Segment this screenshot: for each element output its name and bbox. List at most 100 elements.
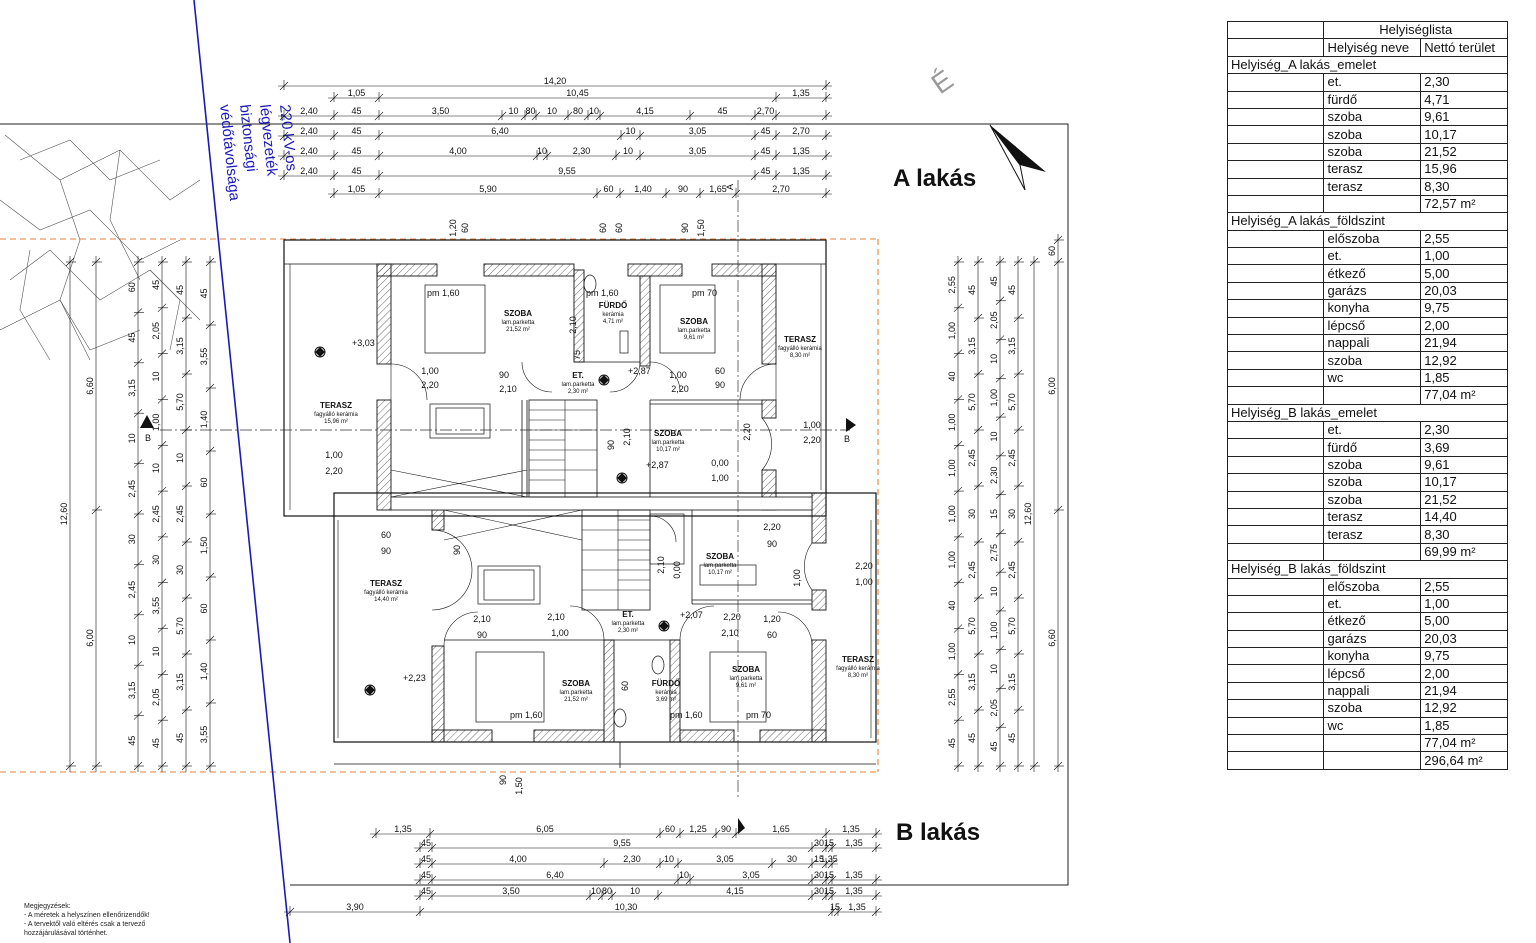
- legend-cell: 2,30: [1420, 73, 1508, 92]
- legend-cell: Nettó terület: [1420, 38, 1508, 57]
- dim-left: 30: [127, 534, 137, 544]
- legend-cell: [1226, 438, 1325, 457]
- dim-interior: 2,20: [723, 612, 741, 622]
- legend-group-row: Helyiség_A lakás_földszint: [1227, 212, 1508, 231]
- dim-interior: 90: [477, 630, 487, 640]
- legend-cell: et.: [1323, 594, 1422, 614]
- section-a-top: A: [725, 184, 735, 190]
- dim-left: 3,15: [175, 337, 185, 355]
- dim-top: 1,35: [792, 88, 810, 98]
- legend-cell: terasz: [1323, 525, 1422, 544]
- legend-cell: [1226, 316, 1325, 336]
- legend-cell: [1226, 594, 1325, 614]
- legend-total-row: 72,57 m²: [1226, 194, 1508, 214]
- dim-top: 2,40: [300, 126, 318, 136]
- legend-cell: [1226, 647, 1325, 666]
- setback-line: [0, 238, 879, 773]
- dim-interior: 1,20: [448, 219, 458, 237]
- legend-cell: [1323, 751, 1422, 770]
- dim-right: 2,45: [967, 449, 977, 467]
- dim-bottom: 6,40: [546, 870, 564, 880]
- dim-interior: 75: [572, 350, 582, 360]
- notes-title: Megjegyzések:: [24, 903, 71, 910]
- dim-top: 45: [351, 146, 361, 156]
- legend-cell: 1,00: [1420, 247, 1508, 266]
- notes: Megjegyzések: - A méretek a helyszínen e…: [24, 902, 150, 938]
- dim-bottom: 30: [814, 870, 824, 880]
- room-name: ET.: [572, 371, 584, 380]
- room-name: SZOBA: [504, 309, 532, 318]
- room-floor: lam.parketta: [501, 320, 535, 326]
- legend-cell: 9,61: [1420, 107, 1508, 127]
- dim-top: 45: [717, 106, 727, 116]
- legend-cell: 8,30: [1420, 177, 1508, 196]
- dim-bottom: 15: [824, 838, 834, 848]
- dim-interior: 60: [460, 223, 470, 233]
- legend-cell: 69,99 m²: [1420, 542, 1508, 562]
- level-value: +2,87: [646, 460, 669, 470]
- tree-sketch: [0, 134, 201, 361]
- legend-cell: [1226, 20, 1325, 40]
- legend-cell: fürdő: [1323, 438, 1422, 457]
- dim-bottom: 45: [421, 838, 431, 848]
- legend-group-row: Helyiség_B lakás_földszint: [1227, 560, 1508, 579]
- building: [283, 239, 877, 768]
- dim-bottom: 2,30: [623, 854, 641, 864]
- room-floor: fagyálló kerámia: [314, 412, 358, 418]
- legend-cell: 20,03: [1420, 629, 1508, 649]
- legend-cell: szoba: [1323, 455, 1422, 475]
- room-name: TERASZ: [784, 335, 816, 344]
- dimension-lines: [65, 80, 1064, 917]
- dim-right: 3,15: [967, 673, 977, 691]
- legend-cell: [1226, 351, 1325, 370]
- dim-left: 30: [151, 555, 161, 565]
- legend-cell: 9,75: [1420, 647, 1508, 666]
- dim-interior: 90: [767, 539, 777, 549]
- legend-cell: 2,30: [1420, 420, 1508, 440]
- legend-cell: 9,75: [1420, 299, 1508, 318]
- dim-interior: 90: [498, 775, 508, 785]
- legend-cell: nappali: [1323, 334, 1422, 353]
- dim-bottom: 10,30: [615, 902, 638, 912]
- legend-cell: [1226, 368, 1325, 388]
- dim-left: 5,70: [175, 617, 185, 635]
- room-floor: fagyálló kerámia: [778, 346, 822, 352]
- door-size: pm 1,60: [510, 710, 543, 720]
- dim-left: 45: [127, 736, 137, 746]
- legend-cell: szoba: [1323, 107, 1422, 127]
- dim-top: 60: [603, 184, 613, 194]
- room-name: FÜRDŐ: [652, 679, 680, 688]
- legend-cell: szoba: [1323, 351, 1422, 370]
- room-floor: lam.parketta: [729, 676, 763, 682]
- dim-left: 2,05: [151, 322, 161, 340]
- dim-right: 1,00: [947, 551, 957, 569]
- dim-right: 3,15: [1007, 673, 1017, 691]
- room-area: 9,61 m²: [736, 683, 756, 689]
- legend-cell: wc: [1323, 716, 1422, 736]
- legend-cell: 296,64 m²: [1420, 751, 1508, 770]
- plot-boundary: [0, 123, 1069, 886]
- dim-left: 60: [127, 282, 137, 292]
- legend-cell: [1226, 386, 1325, 405]
- dim-right: 45: [967, 733, 977, 743]
- north-label: É: [926, 64, 959, 100]
- legend-cell: szoba: [1323, 699, 1422, 718]
- dim-right: 1,00: [947, 505, 957, 523]
- dim-bottom: 60: [665, 824, 675, 834]
- dim-left: 10: [151, 646, 161, 656]
- room-area: 2,30 m²: [568, 389, 588, 395]
- legend-cell: Helyiség neve: [1323, 38, 1422, 57]
- legend-cell: [1323, 386, 1422, 405]
- dim-interior: 60: [715, 366, 725, 376]
- legend-cell: Helyiséglista: [1323, 20, 1508, 40]
- dim-bottom: 30: [787, 854, 797, 864]
